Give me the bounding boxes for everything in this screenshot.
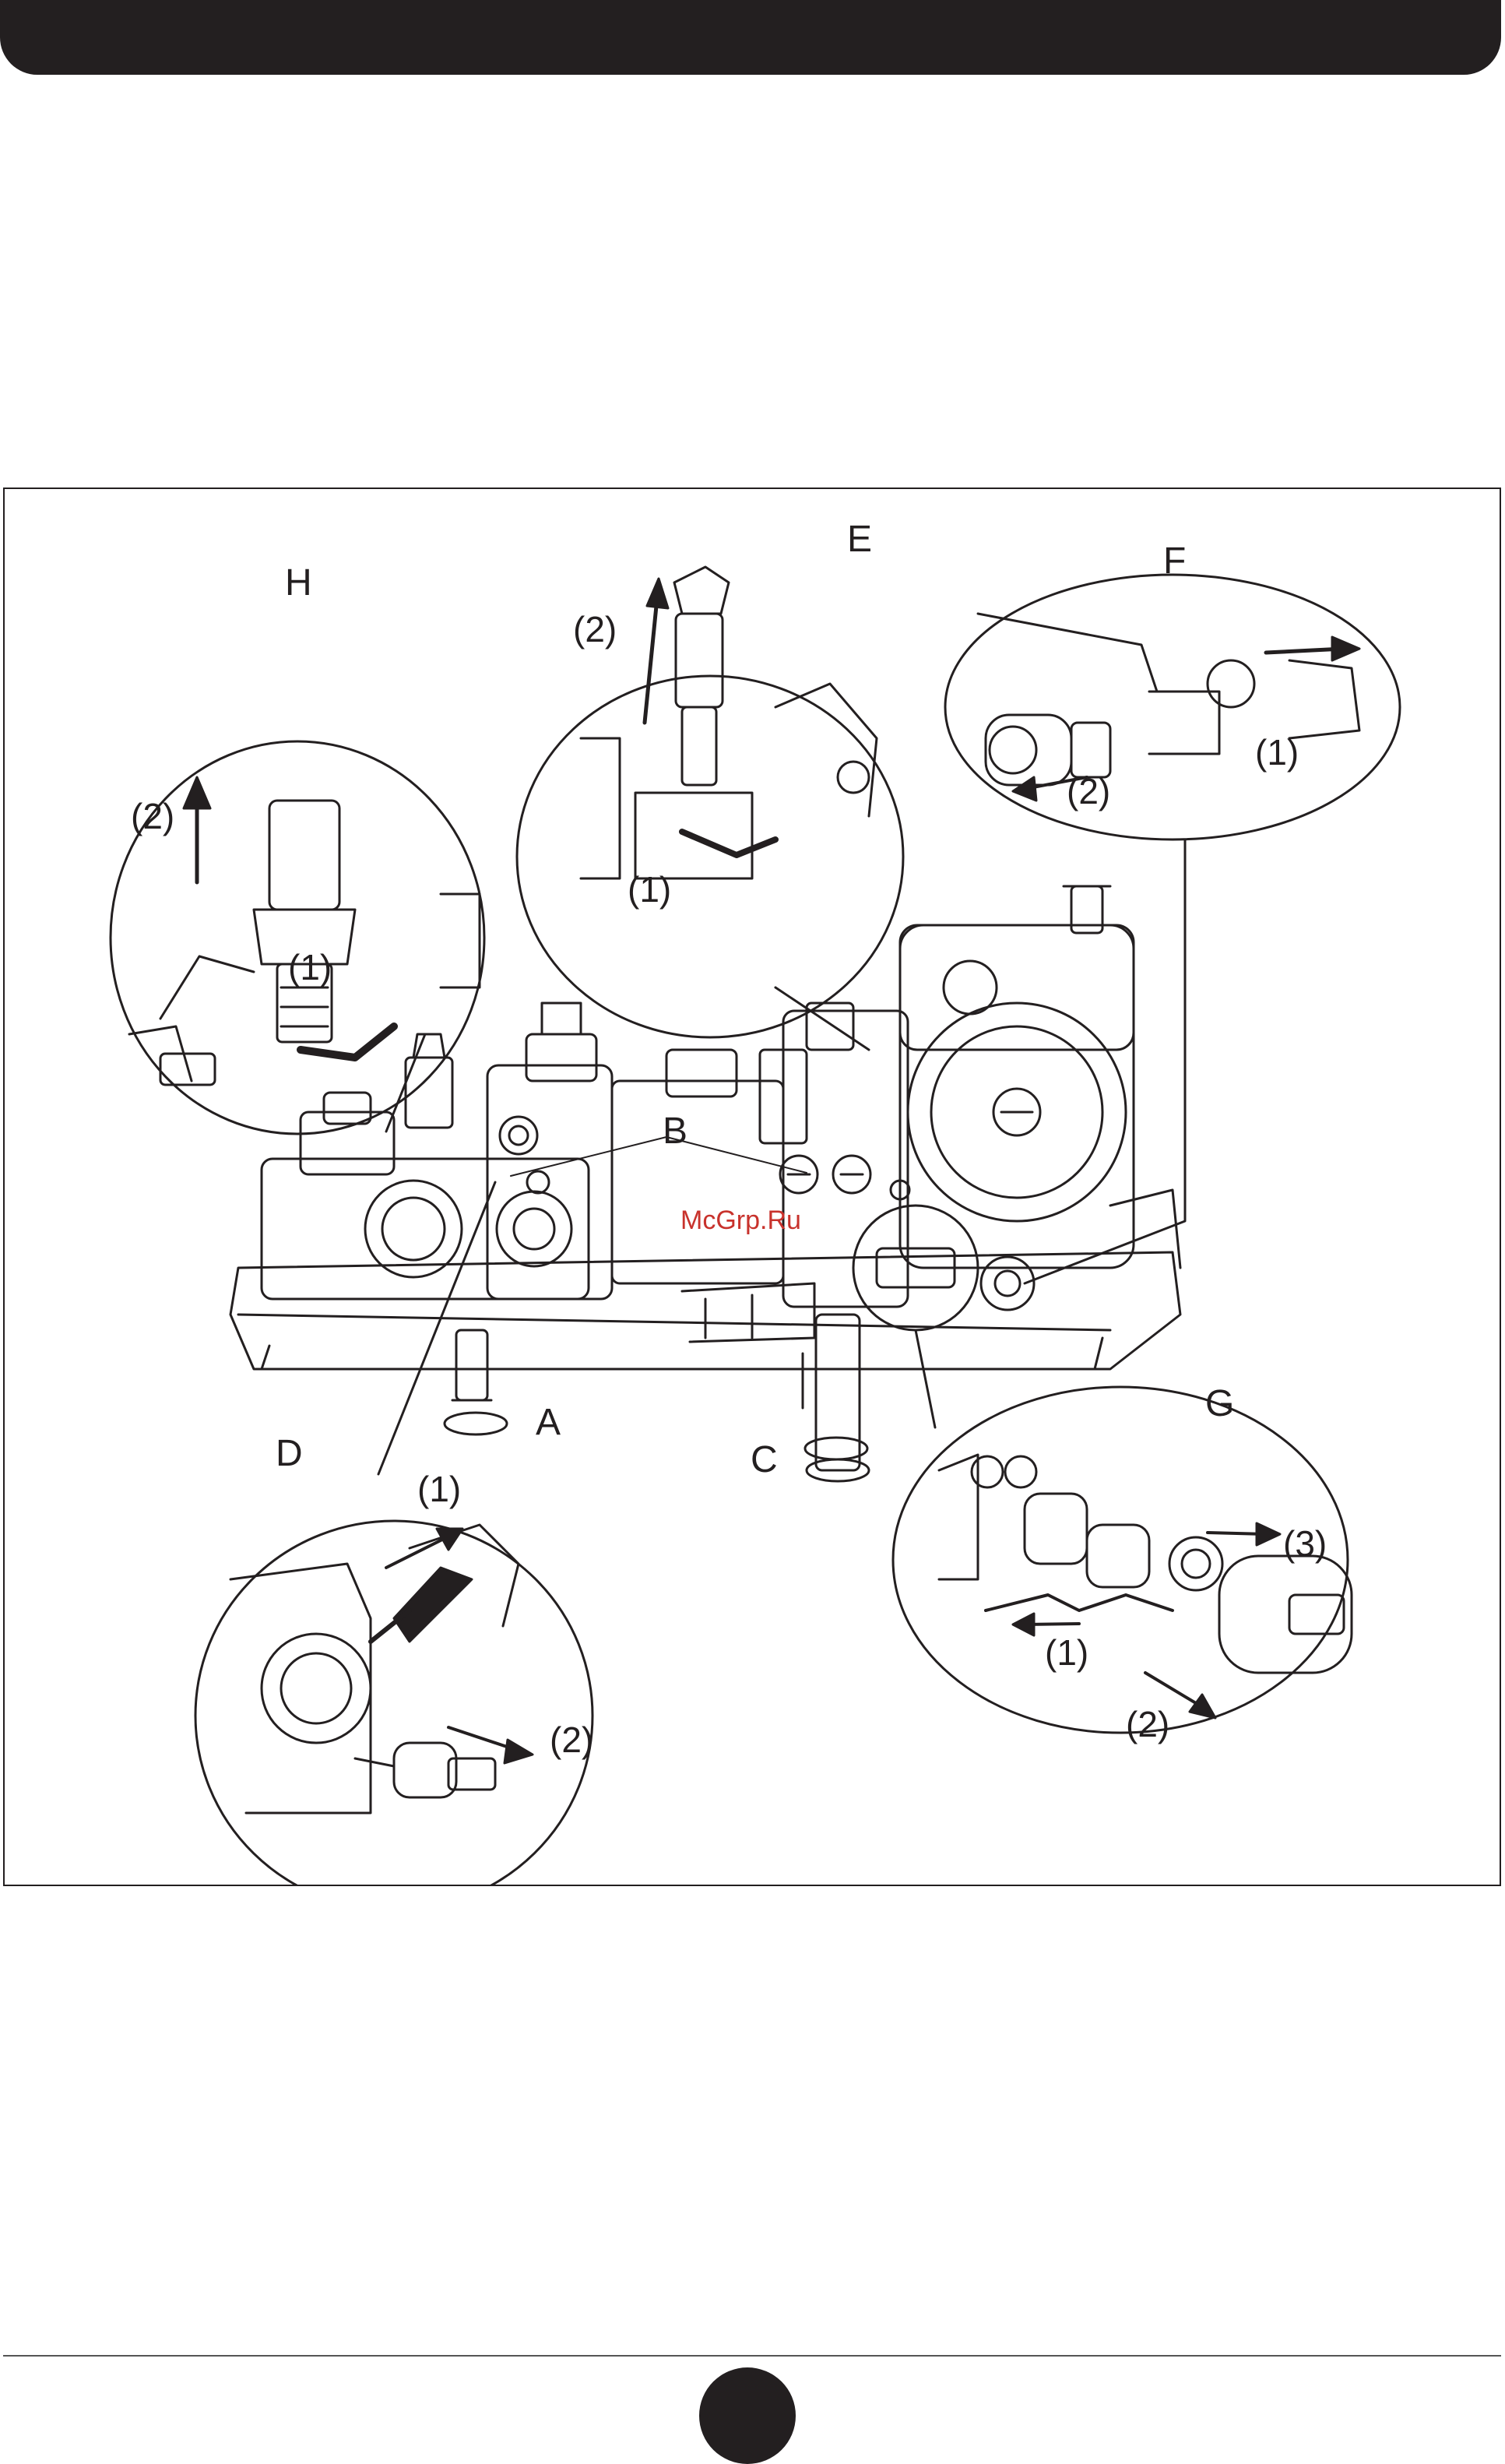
step-g-1: (1) — [1045, 1632, 1088, 1673]
callout-f: F — [1163, 540, 1186, 582]
step-h-1: (1) — [288, 947, 332, 987]
step-e-2: (2) — [573, 609, 617, 649]
callout-a: A — [536, 1402, 561, 1443]
callout-e: E — [847, 519, 872, 560]
step-h-2: (2) — [131, 796, 174, 836]
step-g-3: (3) — [1283, 1523, 1327, 1564]
watermark-text: McGrp.Ru — [680, 1206, 801, 1235]
step-f-1: (1) — [1255, 732, 1299, 773]
callout-g: G — [1205, 1383, 1234, 1424]
header-bar — [0, 0, 1501, 75]
page-number-badge — [699, 2367, 796, 2464]
hydraulic-group-illustration — [230, 886, 1180, 1481]
detail-circle-f — [945, 575, 1400, 1283]
step-f-2: (2) — [1067, 771, 1110, 811]
step-g-2: (2) — [1126, 1704, 1169, 1744]
footer-rule — [3, 2355, 1501, 2357]
detail-circle-d — [195, 1182, 593, 1885]
hydraulic-assembly-diagram: H E F G D B A C (2) (1) (2) (1) (1) (2) … — [5, 489, 1500, 1885]
callout-b: B — [663, 1111, 687, 1152]
callout-d: D — [276, 1433, 303, 1474]
step-d-2: (2) — [550, 1720, 593, 1760]
callout-c: C — [751, 1439, 778, 1480]
step-d-1: (1) — [417, 1469, 461, 1509]
exploded-diagram-frame: H E F G D B A C (2) (1) (2) (1) (1) (2) … — [3, 488, 1501, 1886]
callout-h: H — [285, 562, 312, 604]
step-e-1: (1) — [628, 869, 671, 910]
